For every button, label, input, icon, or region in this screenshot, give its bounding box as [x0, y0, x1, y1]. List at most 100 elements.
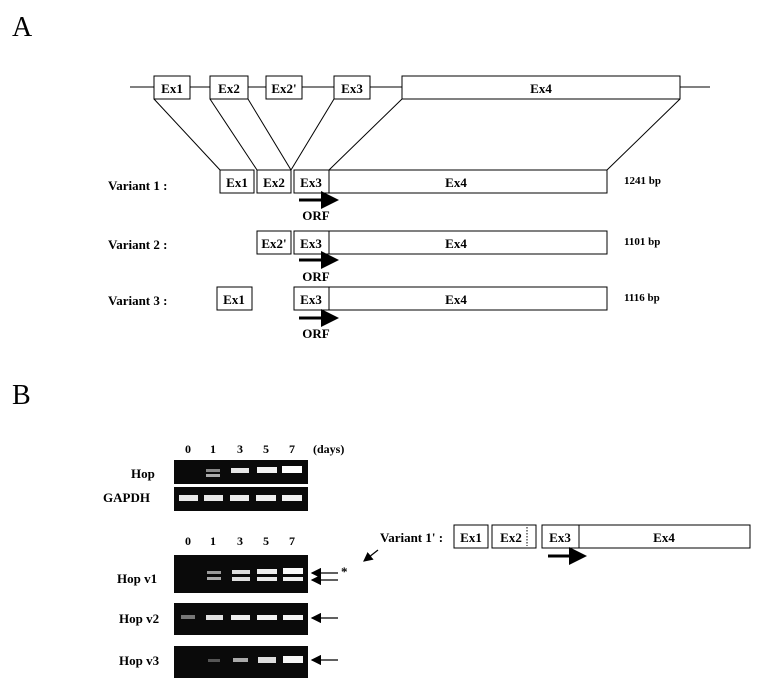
vp-exon-4-label: Ex4	[653, 530, 675, 545]
vp-exon-1	[453, 524, 489, 549]
v1-exon-1-label: Ex1	[226, 175, 248, 190]
gel-bottom-day-1: 1	[210, 534, 216, 548]
v3-exon-4	[328, 286, 608, 311]
gel-hopv1-band-d1-upper	[207, 571, 221, 574]
gene-exon-3-label: Ex3	[341, 81, 363, 96]
gel-hopv1-band-d3-upper	[232, 570, 250, 574]
gene-exon-3	[333, 75, 371, 100]
splice-lines	[153, 98, 681, 171]
v1-exon-2	[256, 169, 292, 194]
v1-size: 1241 bp	[624, 175, 661, 187]
v1-exon-4-label: Ex4	[445, 175, 467, 190]
gel-row-hop-label: Hop	[131, 466, 155, 481]
gel-hopv2-band-d0	[181, 615, 195, 619]
v1-exon-1	[219, 169, 255, 194]
hopv1-star: *	[341, 564, 348, 579]
gel-hop-band-d5	[257, 467, 277, 473]
v2-exon-2prime	[256, 230, 292, 255]
variant-3-label: Variant 3 :	[108, 293, 167, 308]
gel-row-hopv2-label: Hop v2	[119, 611, 159, 626]
variant-prime-label: Variant 1' :	[380, 530, 443, 545]
vp-exon-2	[491, 524, 537, 549]
gel-top: 0 1 3 5 7 (days) Hop GAPDH	[103, 442, 344, 511]
gene-exon-2	[209, 75, 249, 100]
vp-exon-2-label: Ex2	[500, 530, 522, 545]
gel-hopv1-band-d7-lower	[283, 577, 303, 581]
gel-top-day-7: 7	[289, 442, 295, 456]
gel-hopv1-band-d7-upper	[283, 568, 303, 574]
v2-exon-4	[328, 230, 608, 255]
gel-top-day-5: 5	[263, 442, 269, 456]
gene-exon-1	[153, 75, 191, 100]
gel-top-day-3: 3	[237, 442, 243, 456]
gel-bottom-day-0: 0	[185, 534, 191, 548]
v2-exon-2prime-label: Ex2'	[261, 236, 286, 251]
gel-hopv3-band-d7	[283, 656, 303, 663]
gel-bottom-day-5: 5	[263, 534, 269, 548]
gel-hopv1-band-d3-lower	[232, 577, 250, 581]
gel-bottom: 0 1 3 5 7 Hop v1 * Hop v2 Hop v3	[117, 534, 348, 678]
gel-row-hopv3-label: Hop v3	[119, 653, 160, 668]
v3-exon-1	[216, 286, 253, 311]
v2-size: 1101 bp	[624, 236, 660, 248]
gel-top-day-0: 0	[185, 442, 191, 456]
gel-hopv3-band-d3	[233, 658, 248, 662]
gel-hopv2-band-d1	[206, 615, 223, 620]
gel-bottom-day-3: 3	[237, 534, 243, 548]
v3-orf-label: ORF	[302, 326, 330, 341]
gel-hopv2-band-d3	[231, 615, 250, 620]
variant-2-label: Variant 2 :	[108, 237, 167, 252]
gel-row-gapdh-label: GAPDH	[103, 490, 150, 505]
gel-bottom-day-7: 7	[289, 534, 295, 548]
panel-b-letter: B	[12, 380, 31, 411]
gel-top-days-unit: (days)	[313, 442, 344, 456]
vp-exon-3-label: Ex3	[549, 530, 571, 545]
gel-gapdh-band-d5	[256, 495, 276, 501]
v2-exon-4-label: Ex4	[445, 236, 467, 251]
gene-exon-4	[401, 75, 681, 100]
gel-hopv3-band-d1	[208, 659, 220, 662]
v3-exon-3-label: Ex3	[300, 292, 322, 307]
v3-exon-1-label: Ex1	[223, 292, 245, 307]
gel-hopv1-band-d5-upper	[257, 569, 277, 574]
variant-1: Variant 1 : Ex1 Ex2 Ex3 Ex4 1241 bp ORF	[108, 169, 661, 223]
vp-exon-4	[578, 524, 751, 549]
gel-row-hopv1-label: Hop v1	[117, 571, 157, 586]
vp-exon-1-label: Ex1	[460, 530, 482, 545]
gel-hopv2-band-d5	[257, 615, 277, 620]
gel-hop-band-d1-upper	[206, 469, 220, 472]
gene-exon-4-label: Ex4	[530, 81, 552, 96]
gel-hopv1-band-d1-lower	[207, 577, 221, 580]
variant-prime: Variant 1' : Ex1 Ex2 Ex3 Ex4	[363, 524, 751, 565]
v1-exon-4	[328, 169, 608, 194]
v3-size: 1116 bp	[624, 292, 660, 304]
variant-2: Variant 2 : Ex2' Ex3 Ex4 1101 bp ORF	[108, 230, 660, 284]
variant-3: Variant 3 : Ex1 Ex3 Ex4 1116 bp ORF	[108, 286, 660, 341]
v3-exon-4-label: Ex4	[445, 292, 467, 307]
gene-structure: Ex1 Ex2 Ex2' Ex3 Ex4	[130, 75, 710, 100]
gene-exon-1-label: Ex1	[161, 81, 183, 96]
gel-gapdh-band-d7	[282, 495, 302, 501]
gel-hop-band-d3	[231, 468, 249, 473]
v1-exon-3-label: Ex3	[300, 175, 322, 190]
v2-exon-3-label: Ex3	[300, 236, 322, 251]
gel-gapdh-band-d3	[230, 495, 249, 501]
gel-hop-band-d7	[282, 466, 302, 473]
gel-hopv2-band-d7	[283, 615, 303, 620]
gel-gapdh-band-d1	[204, 495, 223, 501]
gel-hop-band-d1	[206, 474, 220, 477]
gene-exon-2prime-label: Ex2'	[271, 81, 296, 96]
gene-exon-2prime	[265, 75, 303, 100]
gene-exon-2-label: Ex2	[218, 81, 240, 96]
v1-exon-2-label: Ex2	[263, 175, 285, 190]
v2-orf-label: ORF	[302, 269, 330, 284]
panel-a-letter: A	[12, 12, 33, 43]
v1-orf-label: ORF	[302, 208, 330, 223]
gel-hopv3-band-d5	[258, 657, 276, 663]
vp-pointer-arrow	[363, 549, 379, 562]
gel-top-day-1: 1	[210, 442, 216, 456]
gel-gapdh-band-d0	[179, 495, 198, 501]
variant-1-label: Variant 1 :	[108, 178, 167, 193]
gel-hopv1-band-d5-lower	[257, 577, 277, 581]
